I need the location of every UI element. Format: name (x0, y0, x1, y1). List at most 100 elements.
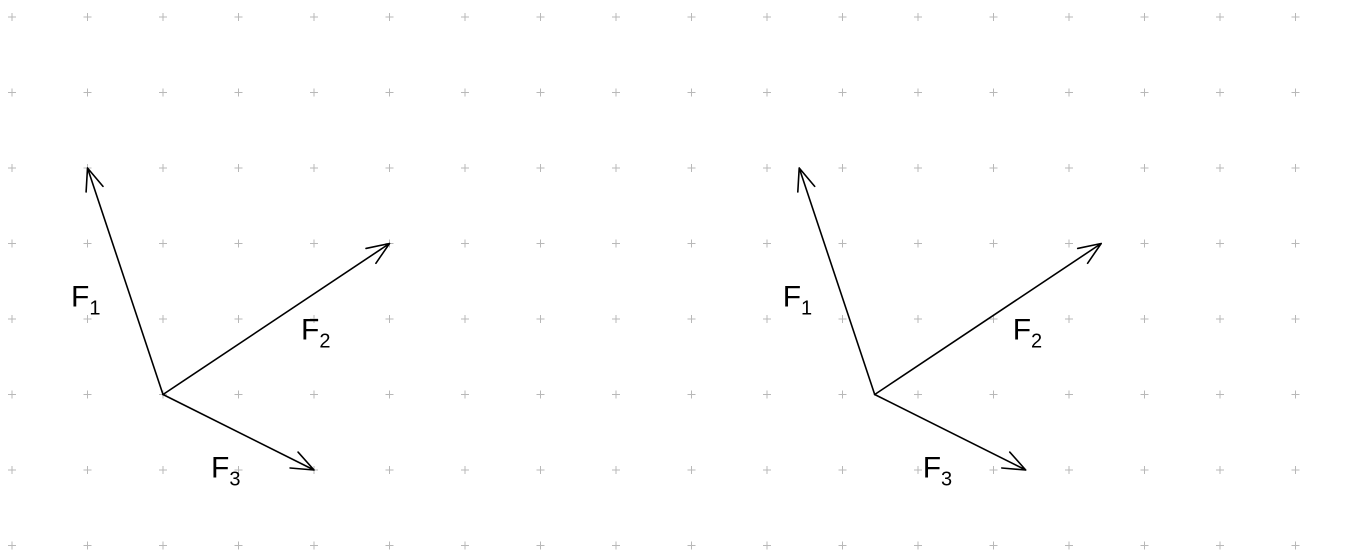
grid-plus-marker (687, 164, 696, 172)
grid-plus-marker (687, 466, 696, 474)
grid-plus-marker (687, 541, 696, 550)
grid-plus-marker (1140, 239, 1149, 248)
grid-plus-marker (8, 466, 16, 474)
force-vector-label: F2 (1013, 314, 1042, 353)
grid-plus-marker (83, 466, 92, 474)
grid-plus-marker (763, 164, 771, 172)
grid-plus-marker (1140, 466, 1149, 474)
grid-plus-marker (989, 390, 998, 399)
grid-plus-marker (310, 390, 318, 399)
grid-plus-marker (310, 164, 318, 172)
grid-plus-marker (1065, 466, 1073, 474)
force-vector-arrow (162, 393, 315, 471)
grid-plus-marker (536, 164, 545, 172)
grid-plus-marker (612, 88, 620, 97)
grid-plus-marker (612, 13, 620, 21)
grid-plus-marker (989, 88, 998, 97)
grid-plus-marker (8, 239, 16, 248)
grid-plus-marker (1216, 13, 1224, 21)
grid-plus-marker (914, 541, 922, 550)
grid-plus-marker (687, 13, 696, 21)
grid-plus-marker (385, 13, 394, 21)
grid-plus-marker (1140, 164, 1149, 172)
vector-label-subscript: 2 (319, 331, 330, 353)
grid-plus-marker (763, 315, 771, 323)
vector-label-letter: F (211, 452, 229, 485)
grid-plus-marker (1216, 315, 1224, 323)
grid-plus-marker (612, 239, 620, 248)
grid-plus-marker (1140, 88, 1149, 97)
vector-label-letter: F (783, 281, 801, 314)
grid-plus-marker (385, 390, 394, 399)
grid-plus-marker (612, 466, 620, 474)
grid-plus-marker (536, 466, 545, 474)
grid-plus-marker (536, 88, 545, 97)
grid-plus-marker (763, 239, 771, 248)
grid-plus-marker (1216, 390, 1224, 399)
grid-plus-marker (159, 13, 167, 21)
grid-plus-marker (1216, 466, 1224, 474)
grid-plus-marker (83, 315, 92, 323)
grid-plus-marker (687, 239, 696, 248)
grid-plus-marker (536, 239, 545, 248)
grid-plus-marker (234, 13, 243, 21)
grid-plus-marker (234, 164, 243, 172)
grid-plus-marker (1216, 164, 1224, 172)
vector-label-subscript: 3 (941, 469, 952, 491)
grid-plus-marker (385, 541, 394, 550)
vector-label-letter: F (71, 281, 89, 314)
grid-plus-marker (914, 88, 922, 97)
grid-plus-marker (612, 390, 620, 399)
grid-plus-marker (1216, 239, 1224, 248)
grid-plus-marker (1291, 390, 1300, 399)
grid-plus-marker (1291, 239, 1300, 248)
grid-plus-marker (461, 541, 469, 550)
grid-plus-marker (8, 315, 16, 323)
grid-plus-marker (461, 13, 469, 21)
force-vector-arrow (873, 393, 1027, 471)
grid-markers (8, 13, 1300, 550)
grid-plus-marker (687, 315, 696, 323)
vector-label-letter: F (923, 452, 941, 485)
grid-plus-marker (159, 541, 167, 550)
grid-plus-marker (838, 88, 847, 97)
grid-plus-marker (234, 541, 243, 550)
grid-plus-marker (1291, 13, 1300, 21)
grid-plus-marker (234, 466, 243, 474)
grid-plus-marker (536, 541, 545, 550)
grid-plus-marker (612, 315, 620, 323)
grid-plus-marker (83, 13, 92, 21)
grid-plus-marker (1291, 88, 1300, 97)
grid-plus-marker (385, 315, 394, 323)
grid-plus-marker (838, 315, 847, 323)
force-vector-label: F1 (71, 281, 100, 320)
grid-plus-marker (234, 88, 243, 97)
grid-plus-marker (989, 315, 998, 323)
force-vector-label: F1 (783, 281, 812, 320)
grid-plus-marker (914, 13, 922, 21)
grid-plus-marker (838, 239, 847, 248)
vector-label-subscript: 3 (229, 469, 240, 491)
grid-plus-marker (461, 88, 469, 97)
grid-plus-marker (8, 88, 16, 97)
grid-plus-marker (536, 315, 545, 323)
grid-plus-marker (914, 315, 922, 323)
grid-plus-marker (234, 239, 243, 248)
grid-plus-marker (1216, 541, 1224, 550)
grid-plus-marker (536, 13, 545, 21)
force-vector-label: F3 (923, 452, 952, 491)
grid-plus-marker (1065, 239, 1073, 248)
grid-plus-marker (310, 541, 318, 550)
grid-plus-marker (83, 88, 92, 97)
grid-plus-marker (8, 541, 16, 550)
grid-plus-marker (1291, 466, 1300, 474)
grid-plus-marker (1140, 390, 1149, 399)
grid-plus-marker (838, 466, 847, 474)
grid-plus-marker (1140, 13, 1149, 21)
grid-plus-marker (1065, 13, 1073, 21)
grid-plus-marker (1291, 315, 1300, 323)
grid-plus-marker (1140, 315, 1149, 323)
grid-plus-marker (914, 390, 922, 399)
